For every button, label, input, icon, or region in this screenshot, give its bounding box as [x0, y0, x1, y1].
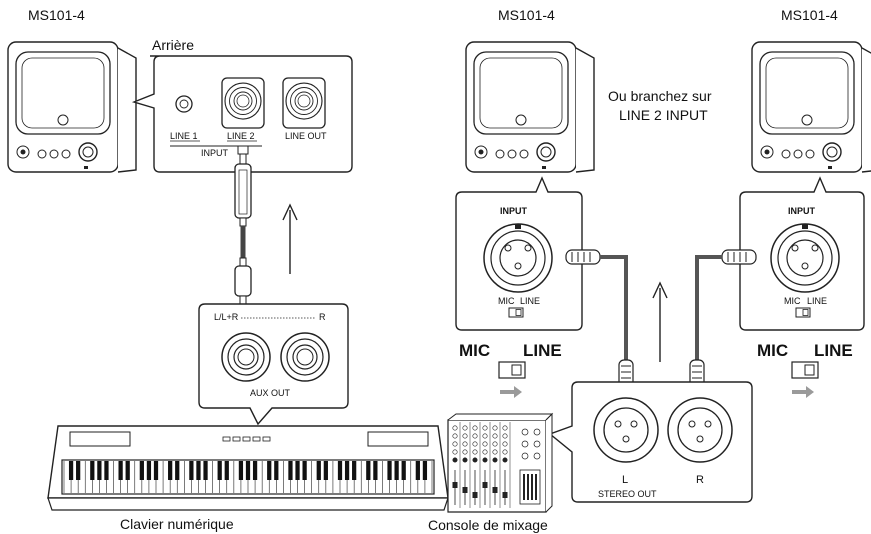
line-out-label: LINE OUT	[285, 131, 327, 141]
center-xlr-jack-icon	[483, 223, 553, 293]
aux-out-callout: L/L+R R AUX OUT	[198, 303, 349, 426]
line-out-jack-icon	[285, 82, 323, 120]
arrow-right-icon	[792, 386, 814, 398]
speaker-left-icon	[7, 41, 137, 173]
center-mic-label: MIC	[498, 296, 515, 306]
center-mic-big-label: MIC	[459, 341, 490, 360]
stereo-out-label: STEREO OUT	[598, 489, 657, 499]
right-mic-label: MIC	[784, 296, 801, 306]
center-small-switch-icon	[508, 307, 524, 318]
speaker-right-label: MS101-4	[781, 7, 838, 23]
line2-jack-icon	[224, 82, 262, 120]
aux-out-label: AUX OUT	[250, 388, 291, 398]
arrow-right-icon	[500, 386, 522, 398]
center-input-callout: INPUT MIC LINE	[455, 176, 583, 331]
right-line-label: LINE	[807, 296, 827, 306]
aux-r-label: R	[319, 312, 326, 322]
stereo-r-xlr-jack-icon	[667, 397, 733, 463]
aux-r-jack-icon	[280, 332, 330, 382]
arrow-up-icon	[282, 203, 298, 274]
center-line-label: LINE	[520, 296, 540, 306]
note-line1: Ou branchez sur	[608, 88, 712, 104]
center-line-big-label: LINE	[523, 341, 562, 360]
xlr-cable-right	[689, 249, 757, 391]
rear-label: Arrière	[152, 37, 194, 53]
speaker-right-icon	[751, 41, 871, 173]
keyboard-icon	[47, 425, 449, 511]
right-xlr-jack-icon	[770, 223, 840, 293]
right-switch-icon	[791, 361, 819, 379]
aux-lr-label: L/L+R	[214, 312, 239, 322]
note-line2: LINE 2 INPUT	[619, 107, 708, 123]
mixer-label: Console de mixage	[428, 517, 548, 533]
speaker-center-label: MS101-4	[498, 7, 555, 23]
line1-label: LINE 1	[170, 131, 198, 141]
stereo-r-label: R	[696, 474, 704, 486]
line2-label: LINE 2	[227, 131, 255, 141]
stereo-l-label: L	[622, 474, 628, 486]
keyboard-label: Clavier numérique	[120, 516, 234, 532]
right-input-callout: INPUT MIC LINE	[739, 176, 865, 331]
mixer-icon	[447, 412, 554, 513]
stereo-out-callout: L R STEREO OUT	[548, 381, 753, 503]
right-line-big-label: LINE	[814, 341, 853, 360]
jack-cable	[234, 145, 252, 307]
rear-panel-callout: LINE 1 LINE 2 LINE OUT INPUT	[131, 55, 353, 173]
input-group-label: INPUT	[201, 148, 229, 158]
speaker-center-icon	[465, 41, 595, 173]
right-small-switch-icon	[795, 307, 811, 318]
right-input-label: INPUT	[788, 206, 816, 216]
center-input-label: INPUT	[500, 206, 528, 216]
right-mic-big-label: MIC	[757, 341, 788, 360]
aux-l-jack-icon	[221, 332, 271, 382]
center-switch-icon	[498, 361, 526, 379]
arrow-up-icon	[652, 281, 668, 362]
speaker-left-label: MS101-4	[28, 7, 85, 23]
stereo-l-xlr-jack-icon	[593, 397, 659, 463]
